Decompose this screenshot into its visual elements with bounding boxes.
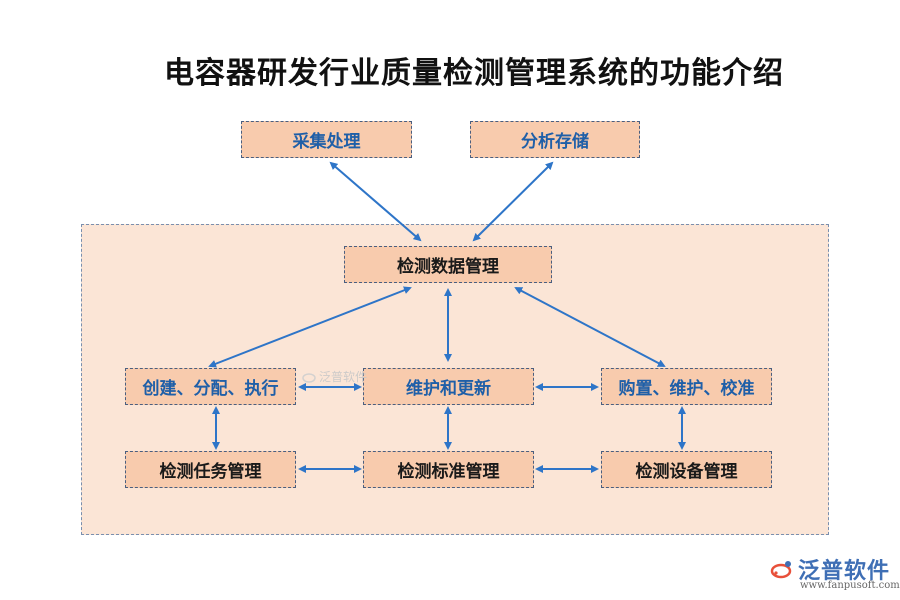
page-title: 电容器研发行业质量检测管理系统的功能介绍 <box>164 56 784 91</box>
watermark-logo-icon <box>302 372 316 383</box>
arrow-data-purchase <box>514 287 666 367</box>
brand-name: 泛普软件 <box>798 559 891 584</box>
node-equipment-management: 检测设备管理 <box>601 451 772 488</box>
watermark-text: 泛普软件 <box>319 370 368 384</box>
node-standard-management: 检测标准管理 <box>363 451 534 488</box>
node-create-assign: 创建、分配、执行 <box>125 368 296 405</box>
brand-url: www.fanpusoft.com <box>800 580 900 591</box>
arrow-analyze-data <box>472 161 554 242</box>
node-purchase-calibrate: 购置、维护、校准 <box>601 368 772 405</box>
watermark: 泛普软件 <box>302 368 367 385</box>
node-analyze: 分析存储 <box>470 121 640 158</box>
node-maintain-update: 维护和更新 <box>363 368 534 405</box>
arrow-collect-data <box>329 161 422 242</box>
arrow-data-create <box>208 286 412 368</box>
brand-logo: 泛普软件 <box>770 553 890 585</box>
node-collect: 采集处理 <box>241 121 412 158</box>
brand-logo-icon <box>770 561 792 579</box>
node-data-management: 检测数据管理 <box>344 246 552 283</box>
node-task-management: 检测任务管理 <box>125 451 296 488</box>
